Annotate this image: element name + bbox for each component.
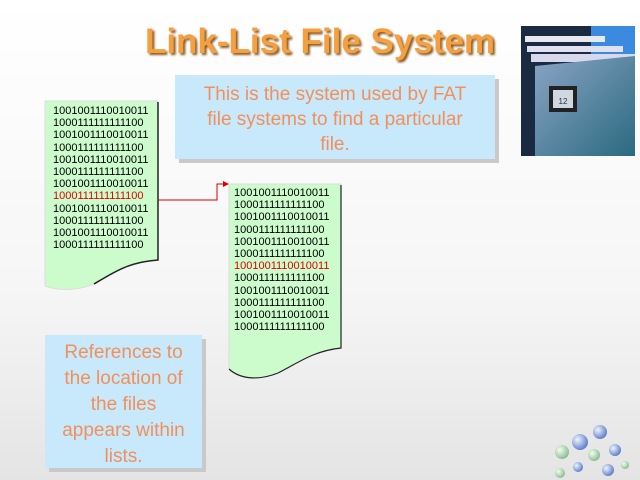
file-cabinet-image: 12 [521, 26, 635, 156]
callout-line: References to [64, 342, 183, 363]
binary-line: 1001001110010011 [234, 187, 330, 199]
binary-line: 1000111111111100 [234, 296, 325, 309]
references-callout: References to the location of the files … [45, 335, 202, 468]
document-shape [228, 183, 342, 379]
svg-text:12: 12 [559, 97, 568, 106]
binary-line: 1000111111111100 [53, 166, 144, 179]
callout-line: the files [90, 394, 157, 415]
binary-line: 1001001110010011 [234, 284, 330, 297]
callout-line: the location of [64, 368, 183, 389]
binary-line: 1001001110010011 [234, 235, 330, 248]
binary-line-highlighted: 1001001110010011 [234, 260, 330, 273]
callout-line: This is the system used by FAT [203, 84, 467, 105]
callout-line: file systems to find a particular [207, 109, 463, 130]
callout-line: appears within [62, 420, 185, 441]
binary-line-highlighted: 1000111111111100 [53, 190, 144, 203]
binary-line: 1000111111111100 [234, 248, 325, 261]
callout-line: lists. [104, 446, 143, 467]
binary-line: 1000111111111100 [53, 117, 144, 130]
fat-description-callout: This is the system used by FAT file syst… [175, 75, 495, 159]
binary-line: 1000111111111100 [53, 214, 144, 227]
callout-line: file. [320, 134, 350, 155]
document-shape [44, 100, 159, 290]
binary-line: 1001001110010011 [53, 227, 149, 240]
binary-line: 1001001110010011 [234, 309, 330, 322]
binary-line: 1000111111111100 [234, 321, 325, 334]
slide-title: Link-List File System [144, 22, 496, 61]
binary-line: 1000111111111100 [234, 223, 325, 236]
binary-line: 1001001110010011 [53, 178, 149, 191]
binary-line: 1000111111111100 [53, 239, 144, 252]
binary-line: 1001001110010011 [53, 153, 149, 166]
decorative-bubbles [555, 425, 629, 478]
binary-line: 1001001110010011 [53, 129, 149, 142]
binary-line: 1000111111111100 [53, 141, 144, 154]
binary-line: 1000111111111100 [234, 272, 325, 285]
binary-line: 1001001110010011 [53, 202, 149, 215]
binary-line: 1001001110010011 [234, 211, 330, 224]
binary-line: 1001001110010011 [53, 105, 149, 117]
binary-line: 1000111111111100 [234, 199, 325, 212]
